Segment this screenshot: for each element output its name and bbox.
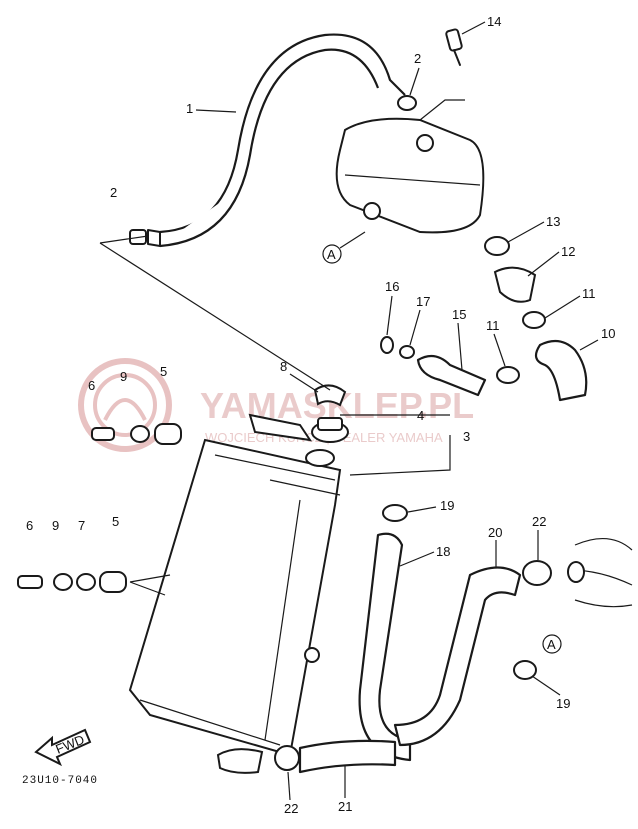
callout-label: 9 <box>120 369 127 384</box>
callout-label: 17 <box>416 294 430 309</box>
hose-clamp-2-upper <box>397 95 417 111</box>
ref-marker-a-upper: A <box>322 231 366 264</box>
leader-lines <box>99 235 451 476</box>
bolt-14 <box>445 28 463 66</box>
watermark-logo-icon <box>78 358 172 452</box>
callout-label: 18 <box>436 544 450 559</box>
drain-bolt-assembly-lower <box>17 571 171 596</box>
callout-label: 13 <box>546 214 560 229</box>
callout-label: 4 <box>417 408 424 423</box>
gasket-13 <box>484 236 510 256</box>
callout-label: 2 <box>110 185 117 200</box>
callout-label: 22 <box>284 801 298 816</box>
hose-clamp-11-b <box>496 366 520 384</box>
callout-label: 2 <box>414 51 421 66</box>
lower-fitting <box>216 748 264 774</box>
hose-clamp-22-lower <box>274 745 300 771</box>
callout-label: 22 <box>532 514 546 529</box>
engine-fragment <box>567 537 633 608</box>
fwd-label: FWD <box>53 732 86 757</box>
callout-label: 11 <box>582 286 596 301</box>
callout-label: 21 <box>338 799 352 814</box>
drawing-code: 23U10-7040 <box>22 775 98 787</box>
fwd-arrow-icon: FWD <box>34 728 92 767</box>
thermostat-housing <box>335 99 485 234</box>
callout-label: 7 <box>78 518 85 533</box>
radiator-cap-4 <box>311 417 349 443</box>
callout-labels: 14 2 1 2 13 12 16 17 15 11 11 10 8 6 9 5… <box>26 14 615 816</box>
ref-marker-a-lower-label: A <box>547 637 556 652</box>
callout-label: 14 <box>487 14 501 29</box>
callout-label: 11 <box>486 318 500 333</box>
filler-neck-8 <box>313 384 347 407</box>
hose-15 <box>416 354 487 397</box>
callout-label: 16 <box>385 279 399 294</box>
callout-label: 9 <box>52 518 59 533</box>
hose-clamp-19-lower <box>513 660 537 680</box>
callout-label: 5 <box>112 514 119 529</box>
hose-clamp-22-right <box>522 560 552 586</box>
callout-label: 5 <box>160 364 167 379</box>
callout-label: 20 <box>488 525 502 540</box>
callout-label: 19 <box>556 696 570 711</box>
washer-17 <box>399 345 415 359</box>
lower-hose-21 <box>298 739 397 774</box>
ref-marker-a-upper-label: A <box>327 247 336 262</box>
callout-label: 1 <box>186 101 193 116</box>
o-ring-16 <box>380 336 394 354</box>
radiator-hose-18 <box>358 532 412 762</box>
callout-label: 10 <box>601 326 615 341</box>
drain-bolt-assembly-upper <box>91 423 182 445</box>
hose-clamp-11-a <box>522 311 546 329</box>
hose-10 <box>534 339 588 402</box>
radiator-hose-20 <box>393 566 522 747</box>
callout-label: 6 <box>26 518 33 533</box>
radiator <box>128 413 342 757</box>
callout-label: 19 <box>440 498 454 513</box>
callout-label: 15 <box>452 307 466 322</box>
outlet-cover-12 <box>493 266 537 303</box>
ref-marker-a-lower: A <box>542 634 562 654</box>
hose-clamp-19-upper <box>382 504 408 522</box>
callout-label: 8 <box>280 359 287 374</box>
callout-label: 6 <box>88 378 95 393</box>
callout-label: 12 <box>561 244 575 259</box>
upper-hose-1 <box>147 33 406 248</box>
callout-label: 3 <box>463 429 470 444</box>
